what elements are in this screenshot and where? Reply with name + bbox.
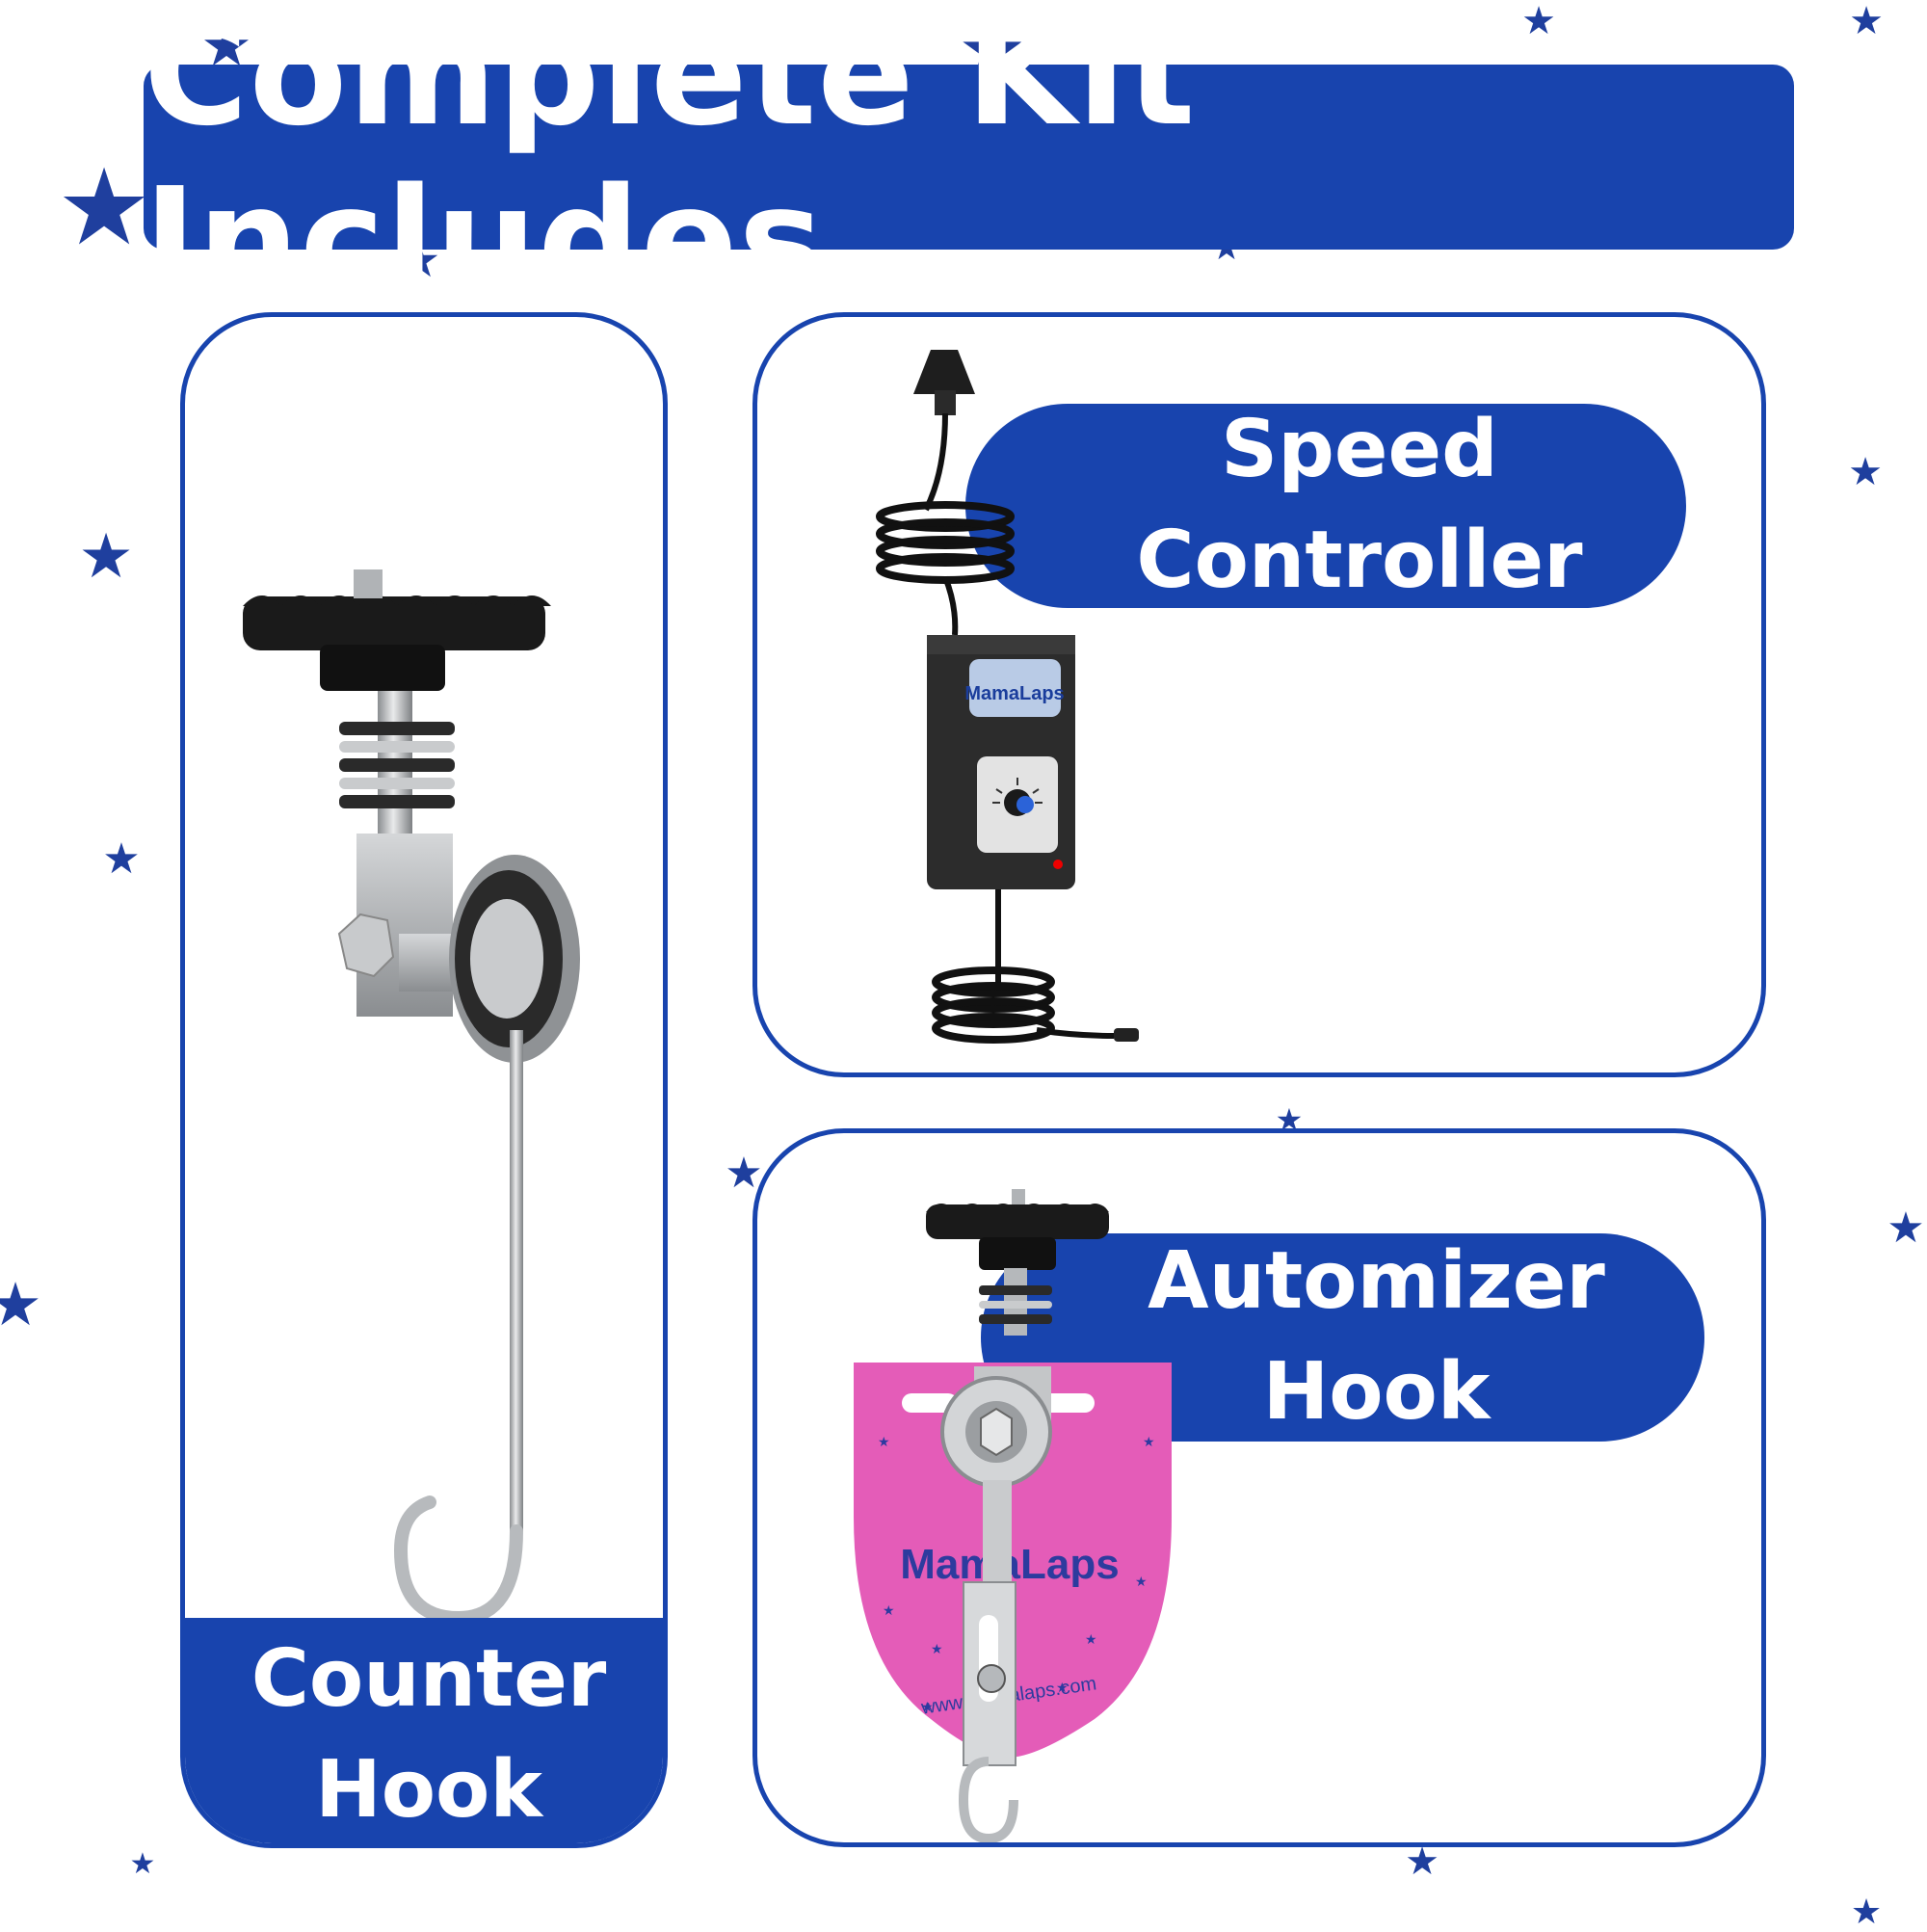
star-icon: ★ — [1405, 1839, 1439, 1884]
svg-text:★: ★ — [1056, 1681, 1069, 1696]
automizer-hook-image: ★★★ ★★★ ★★ MamaLaps www.mamalaps.com — [854, 1189, 1172, 1842]
automizer-hook-card: Automizer Hook ★★★ ★★★ ★★ MamaLaps www.m… — [752, 1128, 1766, 1847]
page-title: Complete Kit Includes — [144, 0, 1197, 323]
svg-text:★: ★ — [921, 1700, 934, 1715]
counter-hook-label: Counter Hook — [185, 1618, 663, 1843]
svg-text:★: ★ — [1143, 1435, 1155, 1450]
speed-controller-card: Speed Controller MamaLaps — [752, 312, 1766, 1077]
speed-controller-image: MamaLaps — [876, 350, 1139, 1044]
svg-text:★: ★ — [883, 1603, 895, 1619]
counter-hook-label-line2: Hook — [315, 1744, 542, 1836]
star-icon: ★ — [1849, 0, 1884, 43]
star-icon: ★ — [1848, 450, 1883, 494]
counter-hook-label-line1: Counter — [251, 1633, 607, 1726]
star-icon: ★ — [725, 1149, 763, 1198]
star-icon: ★ — [102, 834, 141, 884]
star-icon: ★ — [1850, 1892, 1883, 1932]
speed-controller-label-line1: Speed — [1221, 404, 1498, 496]
title-banner: Complete Kit Includes — [144, 0, 1794, 323]
star-icon: ★ — [1887, 1204, 1925, 1253]
star-icon: ★ — [0, 1269, 42, 1339]
star-icon: ★ — [56, 146, 152, 269]
speed-controller-label-line2: Controller — [1136, 515, 1583, 606]
counter-hook-card: Counter Hook — [180, 312, 668, 1848]
brand-badge-text: MamaLaps — [964, 683, 1064, 704]
svg-text:★: ★ — [931, 1642, 943, 1657]
automizer-hook-label-line2: Hook — [1262, 1346, 1491, 1438]
svg-text:★: ★ — [1085, 1632, 1097, 1648]
star-icon: ★ — [129, 1847, 156, 1881]
star-icon: ★ — [78, 521, 134, 593]
star-icon: ★ — [1521, 0, 1556, 43]
automizer-hook-label-line1: Automizer — [1148, 1235, 1605, 1328]
counter-hook-image — [243, 569, 580, 1626]
svg-text:★: ★ — [878, 1435, 890, 1450]
svg-text:★: ★ — [1135, 1575, 1148, 1590]
automizer-hook-label: Automizer Hook — [981, 1233, 1704, 1442]
speed-controller-label: Speed Controller — [965, 404, 1686, 608]
